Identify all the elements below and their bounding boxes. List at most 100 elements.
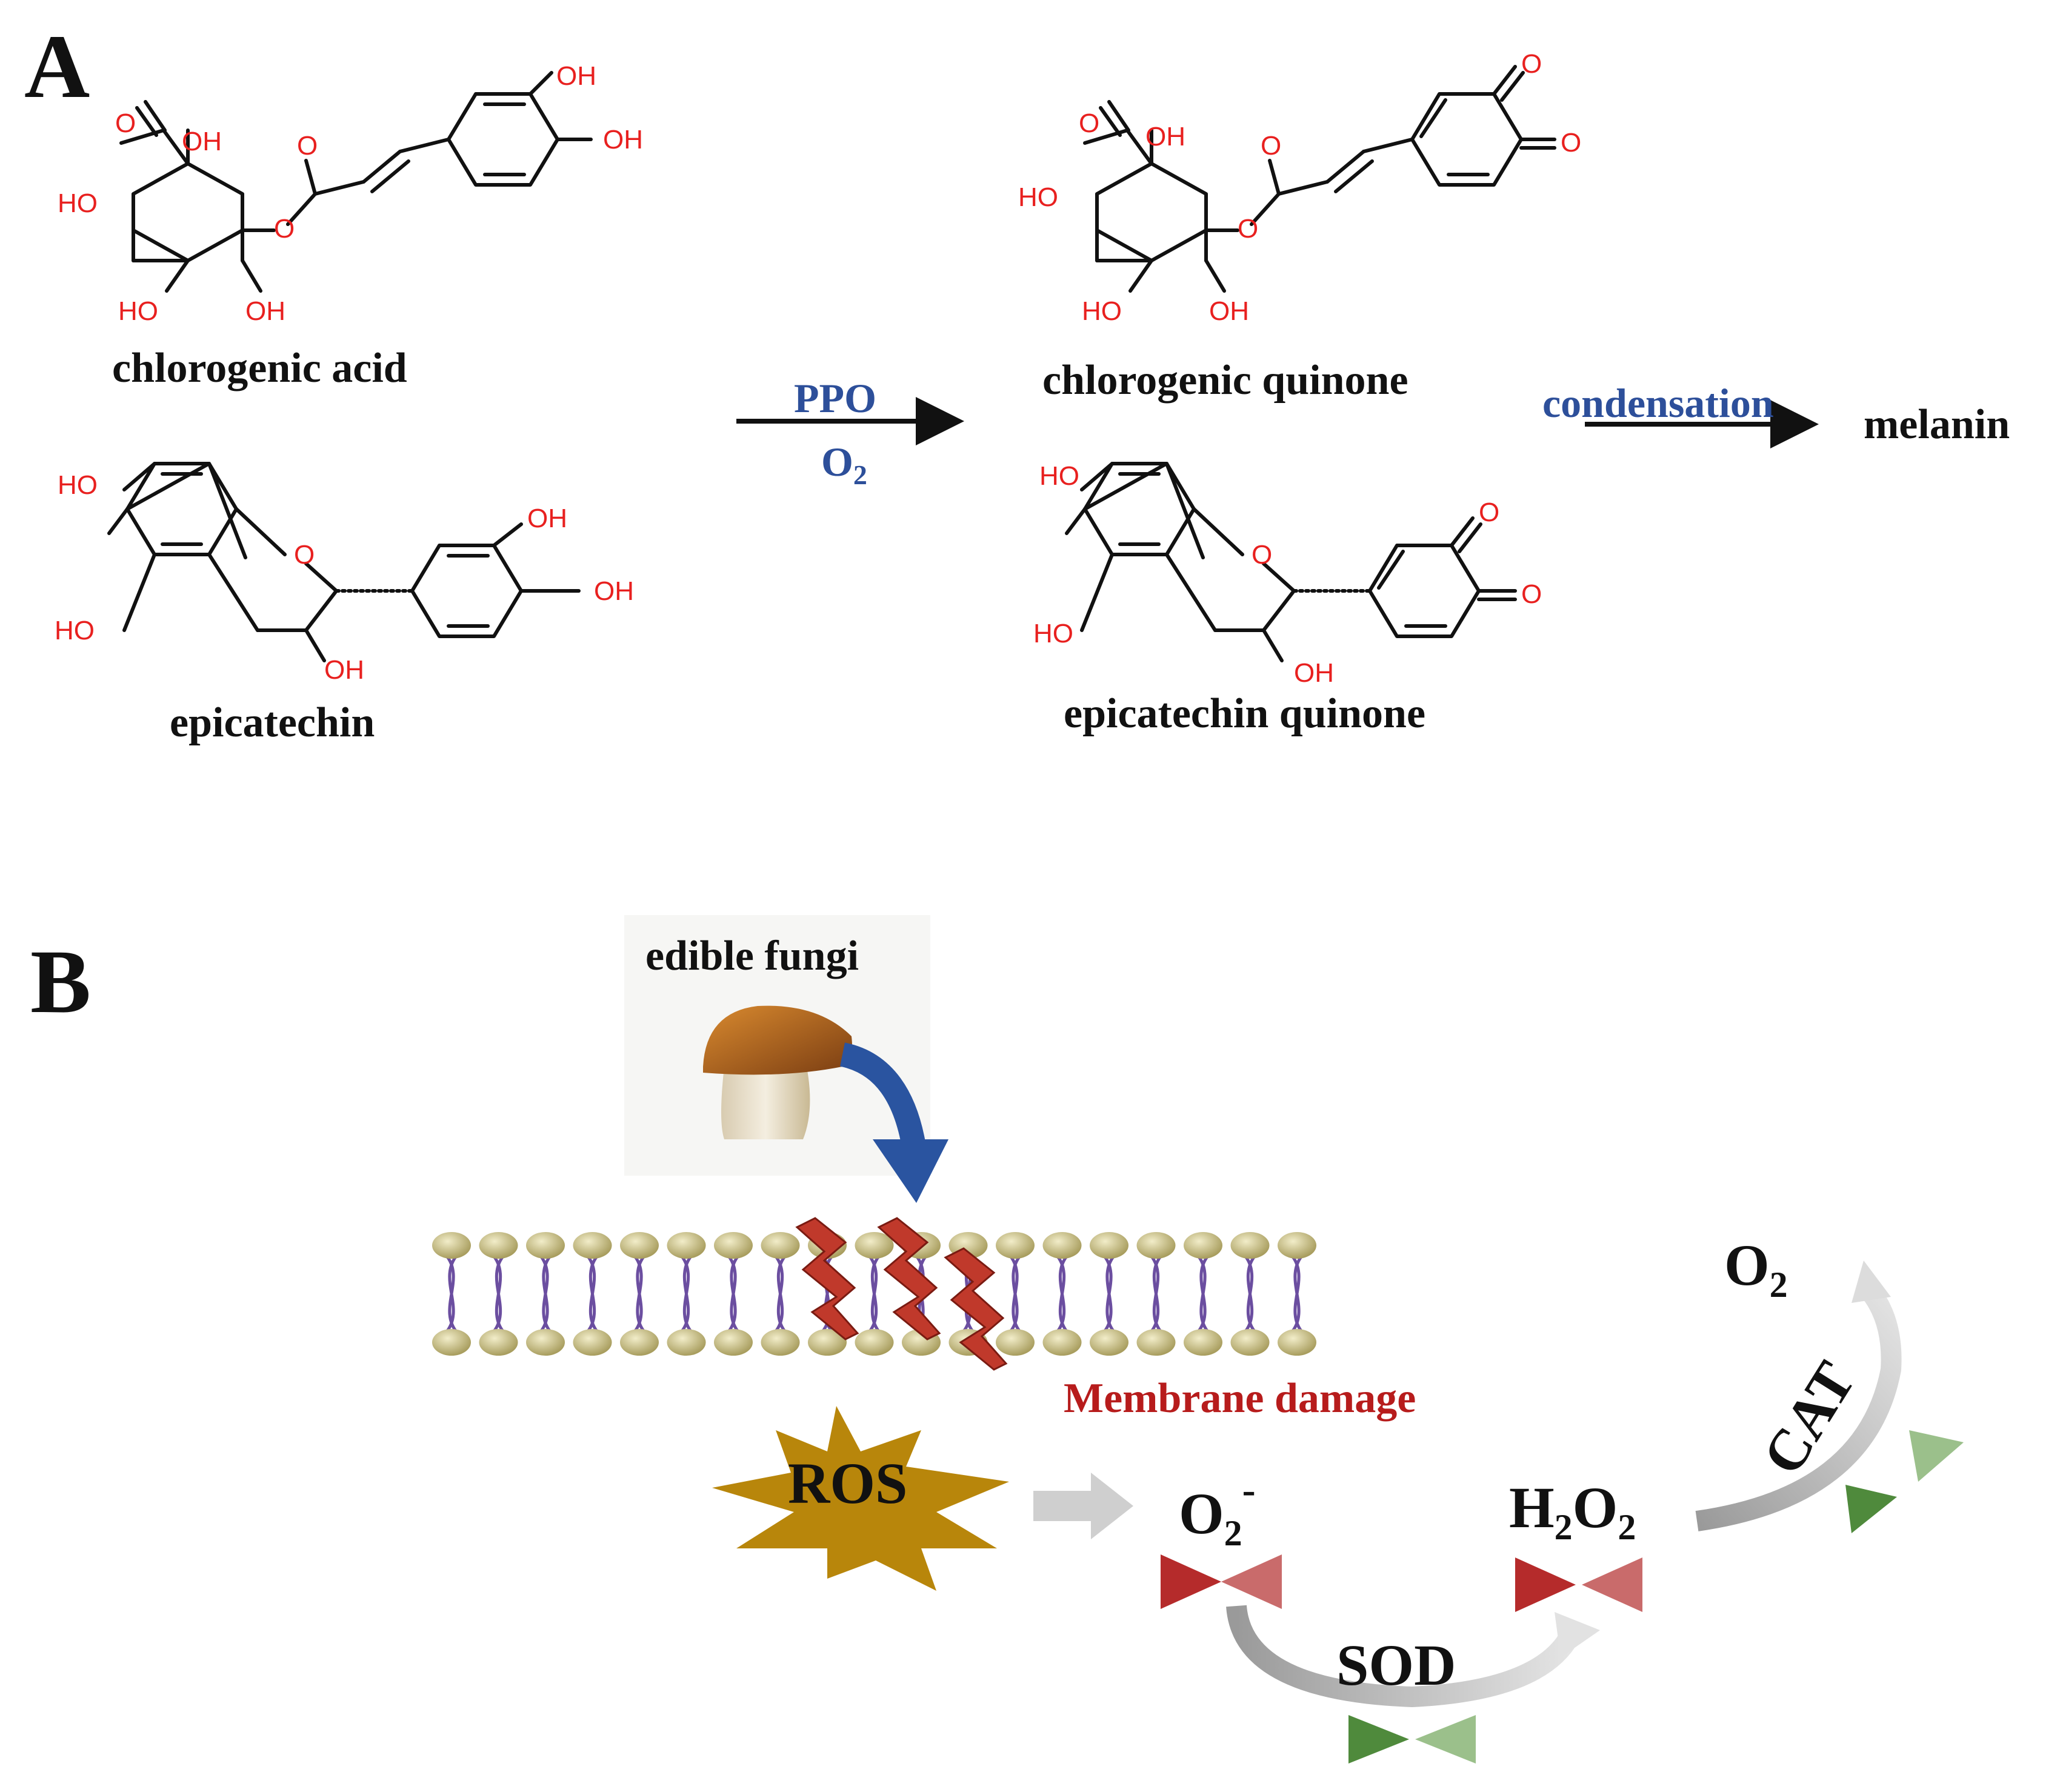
oxygen-o: O — [1724, 1233, 1770, 1297]
lipid-head — [479, 1232, 518, 1259]
lipid-head — [620, 1329, 659, 1356]
cat-bowtie — [1845, 1430, 1964, 1533]
peroxide-label: H2O2 — [1509, 1475, 1636, 1547]
oxygen-label: O2 — [1724, 1233, 1788, 1305]
lipid-tail — [1196, 1253, 1210, 1334]
lipid-head — [855, 1329, 894, 1356]
lipid-head — [620, 1232, 659, 1259]
epicatechin-label: epicatechin — [170, 699, 375, 746]
cq-atom-ho-bottom: HO — [1082, 296, 1122, 326]
superoxide-bowtie — [1161, 1554, 1282, 1609]
lipid-tail — [632, 1253, 647, 1334]
peroxide-o-sub: 2 — [1618, 1507, 1636, 1547]
lipid-head — [1184, 1232, 1222, 1259]
lipid-head — [432, 1329, 471, 1356]
oxygen-sub: 2 — [1770, 1265, 1788, 1305]
lipid-head — [1278, 1329, 1316, 1356]
eq-atom-oh-bottom: OH — [1294, 658, 1334, 688]
cat-arc — [1695, 1284, 1902, 1531]
cat-arc-arrowhead — [1852, 1261, 1891, 1303]
lightning-bolts — [795, 1217, 1008, 1371]
lipid-tail — [679, 1253, 694, 1334]
sod-label: SOD — [1336, 1633, 1456, 1697]
sod-arc-arrowhead — [1555, 1612, 1600, 1657]
superoxide-sub: 2 — [1224, 1513, 1242, 1553]
lightning-bolt-1 — [795, 1217, 859, 1341]
cq-atom-oh-bottom: OH — [1209, 296, 1249, 326]
lipid-tail — [1008, 1253, 1022, 1334]
superoxide-sup: - — [1242, 1468, 1256, 1512]
ep-atom-oh-ring-right: OH — [594, 576, 634, 606]
lipid-head — [1136, 1232, 1176, 1259]
lipid-head — [761, 1329, 800, 1356]
lightning-bolt-2 — [877, 1217, 941, 1341]
lipid-tail — [867, 1253, 882, 1334]
ros-starburst — [712, 1406, 1009, 1591]
epicatechin-quinone-structure: HO O O O HO OH — [1033, 461, 1542, 688]
lipid-head — [996, 1232, 1035, 1259]
oxidant-o-label: O2 — [821, 439, 867, 490]
lipid-tail — [1148, 1253, 1164, 1334]
cq-atom-quinone-o-top: O — [1521, 49, 1542, 79]
lipid-head — [1278, 1232, 1316, 1259]
cq-atom-quinone-o-right: O — [1561, 128, 1581, 158]
ep-atom-ring-o: O — [294, 540, 315, 570]
peroxide-h-sub: 2 — [1555, 1507, 1573, 1547]
epicatechin-quinone-label: epicatechin quinone — [1064, 690, 1425, 737]
sod-bowtie — [1348, 1715, 1476, 1764]
chlorogenic-acid-structure: O OH HO O O HO OH OH OH — [58, 61, 643, 326]
lipid-head — [1136, 1329, 1176, 1356]
ep-atom-ho-top: HO — [58, 470, 98, 500]
edible-fungi-label: edible fungi — [645, 933, 859, 979]
mushroom-stem — [721, 1064, 810, 1139]
fungi-attack-arrow — [839, 1042, 927, 1156]
eq-atom-ring-o: O — [1252, 540, 1272, 570]
membrane-damage-label: Membrane damage — [1064, 1375, 1416, 1422]
chlorogenic-acid-label: chlorogenic acid — [112, 345, 407, 391]
ca-atom-carbonyl-o: O — [297, 131, 318, 161]
lipid-head — [526, 1329, 565, 1356]
lipid-tail — [726, 1253, 741, 1334]
lipid-tail — [773, 1253, 788, 1334]
lipid-head — [1042, 1329, 1082, 1356]
ros-to-superoxide-arrow — [1033, 1473, 1133, 1539]
condensation-label: condensation — [1542, 380, 1774, 426]
ca-atom-ho: HO — [58, 188, 98, 218]
lipid-head — [761, 1232, 800, 1259]
panel-a-label: A — [24, 16, 90, 117]
fungi-attack-arrowhead — [873, 1139, 948, 1203]
cq-atom-oh: OH — [1145, 122, 1185, 152]
ep-atom-oh-ring-top: OH — [527, 504, 567, 533]
lipid-head — [1090, 1329, 1128, 1356]
lipid-head — [996, 1329, 1035, 1356]
lipid-tail — [585, 1253, 600, 1334]
eq-atom-ho-top: HO — [1039, 461, 1079, 491]
lipid-head — [479, 1329, 518, 1356]
lipid-head — [1230, 1232, 1270, 1259]
lipid-head — [714, 1232, 753, 1259]
lipid-head — [573, 1232, 612, 1259]
ep-atom-ho-bottom: HO — [55, 616, 95, 645]
enzyme-ppo-label: PPO — [794, 375, 876, 421]
cq-atom-ho: HO — [1018, 182, 1058, 212]
panel-b-label: B — [30, 931, 91, 1032]
peroxide-h: H — [1509, 1475, 1555, 1540]
ros-label: ROS — [788, 1451, 907, 1516]
chlorogenic-quinone-label: chlorogenic quinone — [1042, 357, 1408, 404]
lipid-tail — [1242, 1253, 1258, 1334]
peroxide-bowtie — [1515, 1557, 1642, 1612]
ep-atom-oh-bottom: OH — [324, 655, 364, 685]
lipid-tail — [538, 1253, 553, 1334]
lipid-head — [432, 1232, 471, 1259]
peroxide-o: O — [1573, 1475, 1618, 1540]
cq-atom-carbonyl-o: O — [1261, 131, 1281, 161]
ca-atom-oh: OH — [182, 127, 222, 156]
lipid-tail — [444, 1253, 459, 1334]
lipid-head — [1090, 1232, 1128, 1259]
lipid-tail — [1290, 1253, 1304, 1334]
eq-atom-quinone-o-right: O — [1521, 579, 1542, 609]
ca-atom-oh-ring-top: OH — [556, 61, 596, 91]
oxidant-o-sub: 2 — [853, 459, 867, 490]
fungi-photo — [624, 915, 930, 1176]
ca-atom-o: O — [115, 108, 136, 138]
